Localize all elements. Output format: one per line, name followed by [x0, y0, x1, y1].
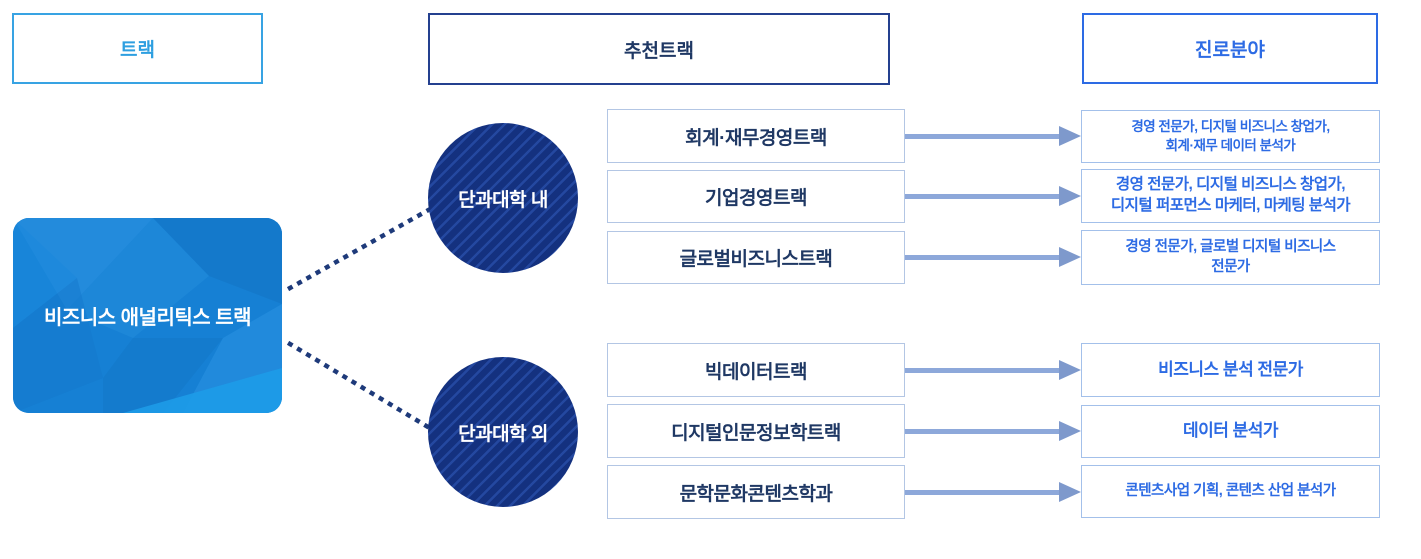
group-label: 단과대학 외 [458, 423, 548, 445]
group-circle-inside-college: 단과대학 내 [428, 123, 578, 273]
dotted-connector-top [286, 204, 436, 292]
header-track: 트랙 [12, 13, 263, 84]
career-line: 콘텐츠사업 기획, 콘텐츠 산업 분석가 [1125, 482, 1336, 499]
track-box-global-business: 글로벌비즈니스트랙 [607, 231, 905, 284]
header-career-fields: 진로분야 [1082, 13, 1378, 84]
career-box-accounting-finance: 경영 전문가, 디지털 비즈니스 창업가, 회계·재무 데이터 분석가 [1081, 110, 1380, 163]
dotted-connector-bottom [286, 340, 432, 431]
career-line: 회계·재무 데이터 분석가 [1165, 137, 1296, 153]
track-box-big-data: 빅데이터트랙 [607, 343, 905, 397]
track-box-accounting-finance: 회계·재무경영트랙 [607, 109, 905, 163]
career-line: 디지털 퍼포먼스 마케터, 마케팅 분석가 [1110, 197, 1351, 214]
career-line: 경영 전문가, 디지털 비즈니스 창업가, [1131, 119, 1330, 135]
career-line: 전문가 [1211, 258, 1250, 275]
low-poly-decoration [13, 218, 282, 413]
career-box-digital-humanities: 데이터 분석가 [1081, 405, 1380, 458]
career-line: 비즈니스 분석 전문가 [1158, 359, 1303, 379]
career-box-big-data: 비즈니스 분석 전문가 [1081, 343, 1380, 397]
header-recommended-tracks: 추천트랙 [428, 13, 890, 85]
career-line: 데이터 분석가 [1182, 421, 1279, 441]
main-track-card: 비즈니스 애널리틱스 트랙 [13, 218, 282, 413]
track-box-business-management: 기업경영트랙 [607, 170, 905, 223]
career-box-global-business: 경영 전문가, 글로벌 디지털 비즈니스 전문가 [1081, 230, 1380, 285]
main-track-label: 비즈니스 애널리틱스 트랙 [43, 307, 252, 329]
group-label: 단과대학 내 [458, 189, 548, 211]
career-box-business-management: 경영 전문가, 디지털 비즈니스 창업가, 디지털 퍼포먼스 마케터, 마케팅 … [1081, 169, 1380, 223]
track-box-literature-contents: 문학문화콘텐츠학과 [607, 465, 905, 519]
track-box-digital-humanities: 디지털인문정보학트랙 [607, 404, 905, 458]
career-line: 경영 전문가, 디지털 비즈니스 창업가, [1115, 176, 1346, 194]
group-circle-outside-college: 단과대학 외 [428, 357, 578, 507]
career-line: 경영 전문가, 글로벌 디지털 비즈니스 [1125, 238, 1336, 255]
career-box-contents: 콘텐츠사업 기획, 콘텐츠 산업 분석가 [1081, 465, 1380, 518]
